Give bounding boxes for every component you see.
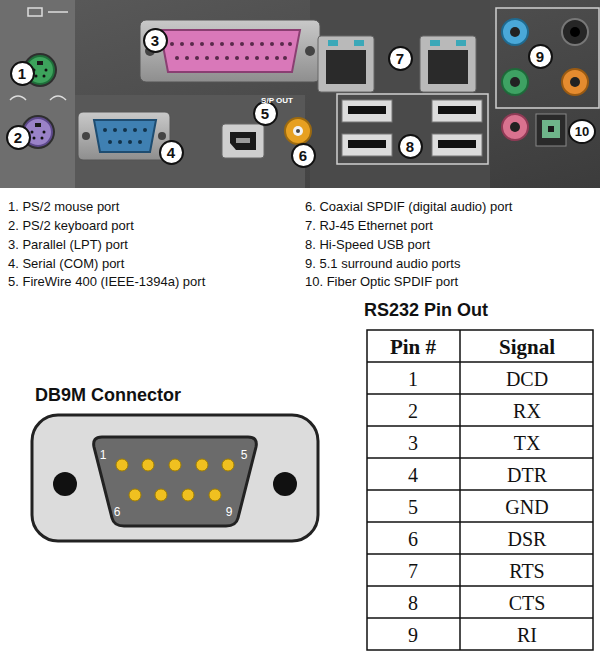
table-cell: TX (514, 433, 541, 453)
callout-number: 1 (10, 61, 35, 86)
table-cell: GND (505, 497, 548, 517)
table-cell: RTS (509, 561, 544, 581)
pin-number: 5 (241, 449, 248, 461)
table-cell: 2 (408, 401, 418, 421)
legend-item: 10. Fiber Optic SPDIF port (305, 275, 458, 288)
panel-marking: S/P OUT (261, 97, 293, 105)
db9-connector-drawing (32, 415, 318, 541)
table-cell: DTR (507, 465, 547, 485)
table-cell: 9 (408, 625, 418, 645)
table-header: Pin # (390, 337, 436, 358)
callout-number: 6 (291, 143, 316, 168)
table-cell: 1 (408, 369, 418, 389)
table-cell: RX (513, 401, 541, 421)
table-cell: DCD (506, 369, 548, 389)
back-panel (0, 0, 600, 188)
legend-item: 4. Serial (COM) port (8, 257, 124, 270)
table-cell: CTS (509, 593, 546, 613)
callout-number: 7 (388, 46, 413, 71)
pin-number: 1 (100, 449, 107, 461)
callout-number: 3 (143, 28, 168, 53)
table-cell: 6 (408, 529, 418, 549)
pin-number: 6 (114, 506, 121, 518)
callout-number: 2 (6, 125, 31, 150)
callout-number: 10 (568, 119, 596, 144)
legend-item: 8. Hi-Speed USB port (305, 238, 430, 251)
table-cell: 5 (408, 497, 418, 517)
table-cell: 3 (408, 433, 418, 453)
table-cell: RI (517, 625, 537, 645)
pin-number: 9 (226, 506, 233, 518)
table-title: RS232 Pin Out (364, 301, 488, 319)
pinout-table-grid (367, 330, 593, 650)
legend-item: 1. PS/2 mouse port (8, 200, 119, 213)
legend-item: 5. FireWire 400 (IEEE-1394a) port (8, 275, 205, 288)
legend-item: 7. RJ-45 Ethernet port (305, 219, 433, 232)
callout-number: 8 (398, 134, 423, 159)
legend-item: 9. 5.1 surround audio ports (305, 257, 460, 270)
table-cell: 7 (408, 561, 418, 581)
table-cell: 8 (408, 593, 418, 613)
legend-item: 6. Coaxial SPDIF (digital audio) port (305, 200, 512, 213)
table-cell: 4 (408, 465, 418, 485)
callout-number: 4 (159, 140, 184, 165)
table-header: Signal (499, 337, 555, 358)
connector-title: DB9M Connector (35, 386, 181, 404)
legend-item: 2. PS/2 keyboard port (8, 219, 134, 232)
table-cell: DSR (508, 529, 547, 549)
callout-number: 9 (528, 44, 553, 69)
legend-item: 3. Parallel (LPT) port (8, 238, 128, 251)
